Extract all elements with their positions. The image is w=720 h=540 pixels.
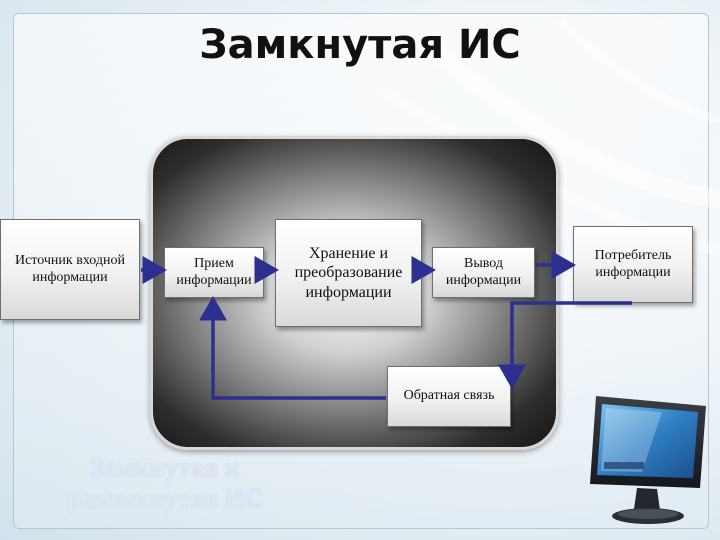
node-consumer-label: Потребитель информации — [594, 247, 672, 280]
node-feedback-label: Обратная связь — [403, 388, 495, 404]
node-input-label: Прием информации — [176, 255, 252, 288]
node-output: Вывод информации — [432, 247, 535, 298]
node-input: Прием информации — [164, 247, 264, 298]
node-feedback: Обратная связь — [387, 366, 511, 427]
computer-monitor-icon — [590, 396, 706, 524]
node-storage: Хранение и преобразование информации — [275, 219, 422, 327]
node-storage-label: Хранение и преобразование информации — [294, 245, 403, 301]
node-source-label: Источник входной информации — [14, 252, 125, 285]
node-source: Источник входной информации — [0, 219, 140, 320]
node-consumer: Потребитель информации — [573, 226, 693, 303]
slide-title: Замкнутая ИС — [199, 22, 521, 68]
slide-subtitle: Замкнутая и разомкнутая ИС — [66, 453, 264, 514]
node-output-label: Вывод информации — [445, 255, 522, 288]
